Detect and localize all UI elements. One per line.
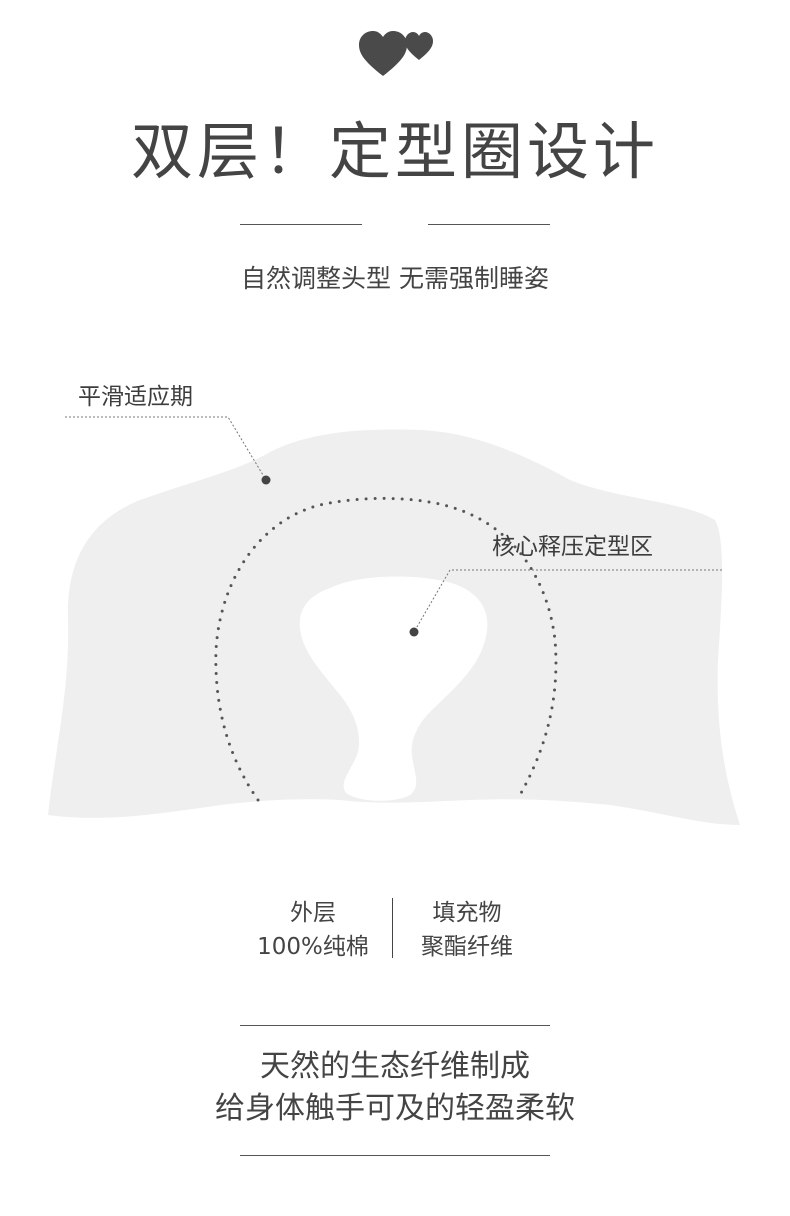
material-outer-value: 100%纯棉 (257, 934, 369, 960)
callout-label-outer: 平滑适应期 (78, 384, 193, 410)
material-outer-label: 外层 (290, 900, 336, 926)
material-outer: 外层 100%纯棉 (228, 896, 398, 964)
callout-dot-core (409, 627, 419, 637)
material-filling-value: 聚酯纤维 (421, 934, 513, 960)
material-filling-label: 填充物 (432, 900, 502, 926)
tagline-rule-top (240, 1025, 550, 1026)
subtitle: 自然调整头型 无需强制睡姿 (241, 264, 549, 293)
material-divider (392, 898, 393, 958)
tagline-line-1: 天然的生态纤维制成 (260, 1049, 530, 1084)
tagline-rule-bottom (240, 1155, 550, 1156)
page-title: 双层！定型圈设计 (130, 115, 659, 188)
pillow-center-hole (299, 576, 488, 801)
tagline-line-2: 给身体触手可及的轻盈柔软 (215, 1091, 575, 1126)
hearts-icon (359, 31, 433, 76)
callout-label-core: 核心释压定型区 (492, 534, 653, 560)
callout-dot-outer (261, 475, 271, 485)
dotted-core-ring (214, 496, 558, 802)
title-rule-right (428, 224, 550, 225)
title-rule-left (240, 224, 362, 225)
callout-line-core (413, 569, 722, 633)
callout-line-outer (65, 416, 267, 481)
material-filling: 填充物 聚酯纤维 (382, 896, 552, 964)
pillow-diagram (48, 416, 740, 825)
